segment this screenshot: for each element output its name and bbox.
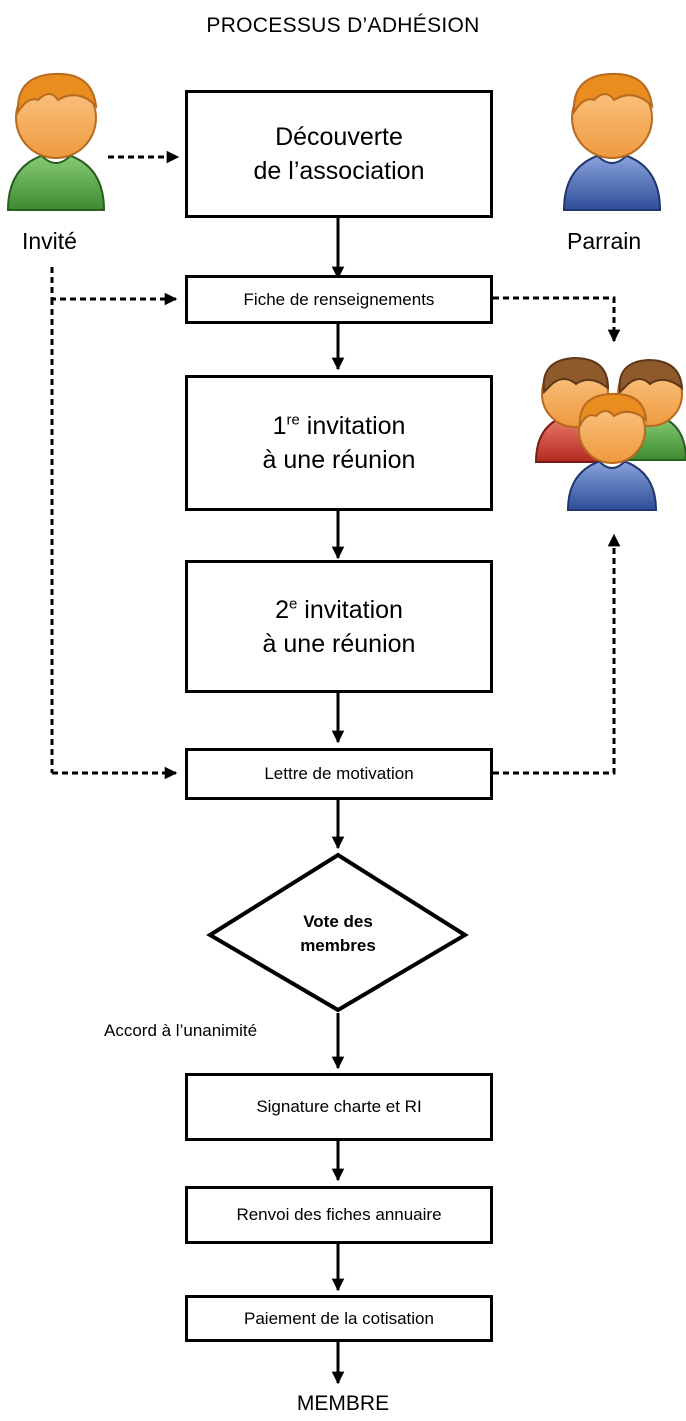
dashed-line-guest-to-sheet xyxy=(50,267,178,306)
step-charter-label: Signature charte et RI xyxy=(256,1097,422,1116)
step-motivation-label: Lettre de motivation xyxy=(264,764,414,783)
step-invite2-ordinal: e xyxy=(288,595,298,613)
step-discovery-line2: de l’association xyxy=(253,157,425,185)
step-info-sheet-box: Fiche de renseignements xyxy=(185,275,493,324)
members-group-icon xyxy=(534,356,686,511)
vote-decision-label: Vote des membres xyxy=(268,910,408,958)
step-invite1-box: 1re invitation à une réunion xyxy=(185,375,493,511)
step-invite2-box: 2e invitation à une réunion xyxy=(185,560,493,693)
step-discovery-line1: Découverte xyxy=(275,123,403,151)
dashed-arrow-letter-to-members xyxy=(493,533,621,775)
step-invite2-line1: 2e invitation xyxy=(275,593,403,627)
dashed-flow-arrows xyxy=(50,150,621,780)
step-discovery-box: Découverte de l’association xyxy=(185,90,493,218)
sponsor-label: Parrain xyxy=(567,228,642,254)
step-charter-box: Signature charte et RI xyxy=(185,1073,493,1141)
step-invite1-line2: à une réunion xyxy=(262,446,416,474)
sponsor-person-icon xyxy=(562,72,662,211)
step-payment-label: Paiement de la cotisation xyxy=(244,1308,434,1328)
step-motivation-box: Lettre de motivation xyxy=(185,748,493,800)
vote-line2: membres xyxy=(300,936,376,955)
step-invite1-text: invitation xyxy=(299,412,406,440)
agreement-label: Accord à l’unanimité xyxy=(104,1021,258,1040)
vote-decision-diamond xyxy=(206,852,469,1013)
step-invite2-number: 2 xyxy=(275,595,289,624)
vote-line1: Vote des xyxy=(303,912,373,931)
step-invite2-line2: à une réunion xyxy=(262,629,416,658)
step-directory-box: Renvoi des fiches annuaire xyxy=(185,1186,493,1244)
step-directory-label: Renvoi des fiches annuaire xyxy=(236,1205,442,1224)
step-info-sheet-label: Fiche de renseignements xyxy=(243,289,435,309)
step-payment-box: Paiement de la cotisation xyxy=(185,1295,493,1342)
guest-label: Invité xyxy=(22,228,77,254)
guest-person-icon xyxy=(6,72,106,211)
step-invite1-number: 1 xyxy=(272,412,287,440)
result-label: MEMBRE xyxy=(296,1392,390,1415)
step-invite1-line1: 1re invitation xyxy=(273,409,406,443)
step-invite1-ordinal: re xyxy=(286,411,300,429)
dashed-arrow-sheet-to-members xyxy=(493,296,621,343)
page-title: PROCESSUS D’ADHÉSION xyxy=(206,14,480,37)
step-invite2-text: invitation xyxy=(297,595,403,624)
